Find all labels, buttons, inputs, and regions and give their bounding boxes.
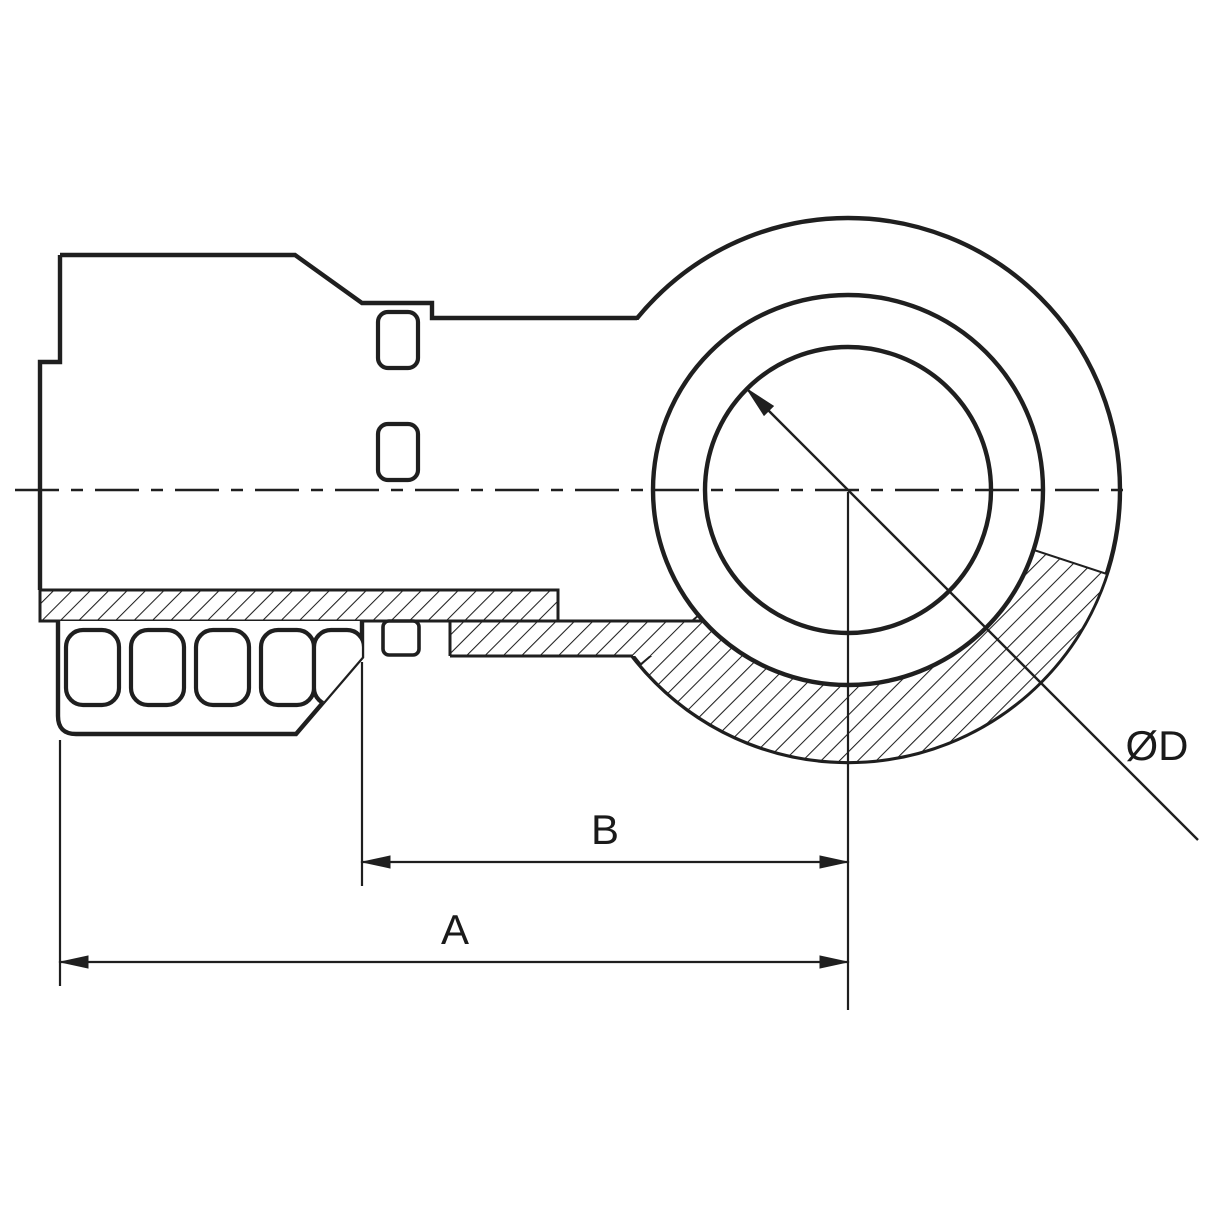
serration-tooth	[128, 627, 187, 708]
serration-tooth	[63, 627, 122, 708]
fitting-top-outline	[60, 252, 637, 321]
dimension-label-d: ØD	[1126, 722, 1189, 769]
diameter-leader-d	[745, 387, 1199, 841]
extension-lines	[58, 492, 850, 1010]
stem-wall-top-edge	[448, 619, 704, 656]
crimp-notch-section	[381, 619, 421, 657]
crimp-notch-upper	[375, 309, 421, 371]
crimp-notch-lower	[375, 421, 421, 483]
nipple-wall-hatch	[38, 588, 560, 623]
stem-wall-hatch	[450, 621, 720, 656]
serration-tooth	[258, 627, 317, 708]
dimension-label-b: B	[591, 806, 619, 853]
fitting-left-edge	[37, 255, 63, 590]
dimension-label-a: A	[441, 906, 469, 953]
serration-tooth	[193, 627, 252, 708]
ferrule-serration-teeth	[63, 627, 362, 708]
